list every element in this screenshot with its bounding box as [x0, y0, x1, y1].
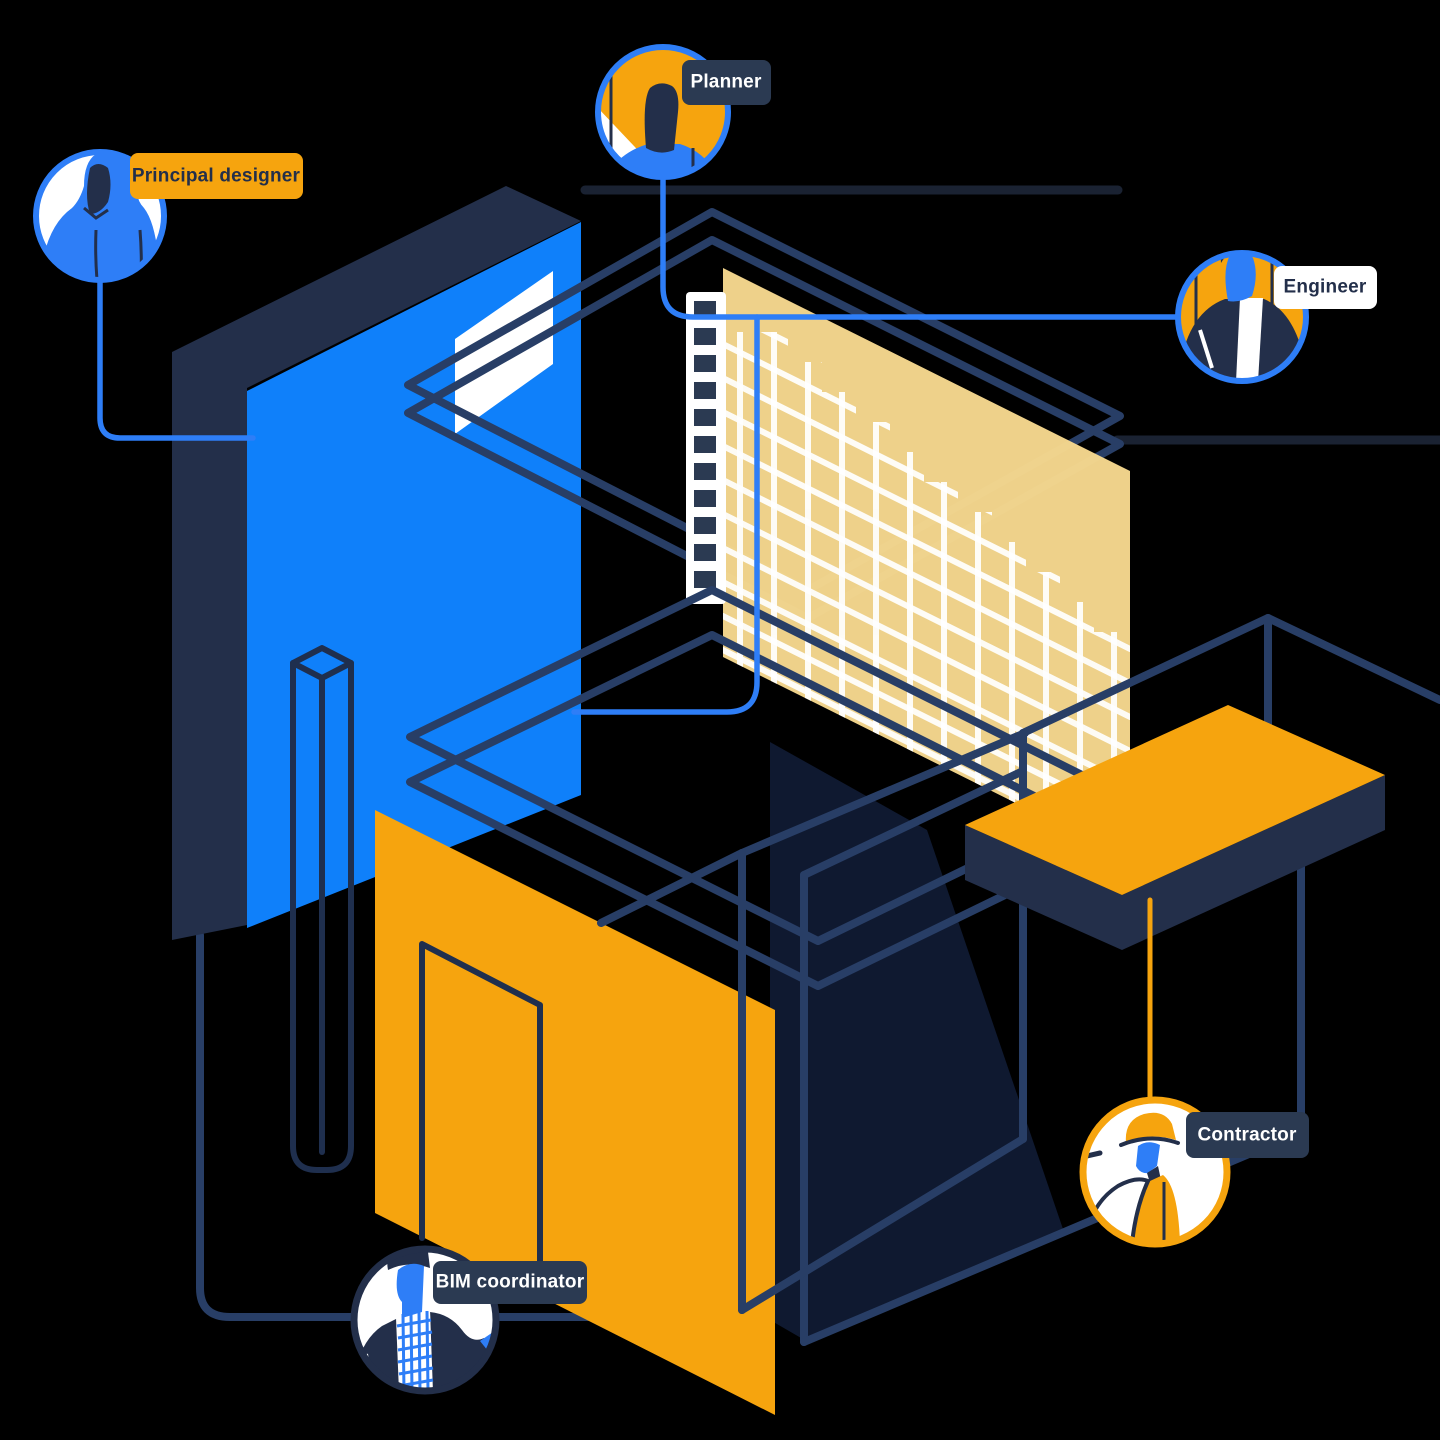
ladder: [686, 292, 726, 604]
yellow-wall: [375, 810, 775, 1415]
badge-label-engineer: Engineer: [1284, 277, 1367, 298]
badge-contractor: Contractor: [1186, 1112, 1309, 1158]
connector-principal-designer: [97, 279, 256, 441]
connector-planner-engineer: [660, 177, 1179, 320]
badge-label-planner: Planner: [690, 72, 761, 93]
door-outline: [419, 941, 543, 1301]
background-faint-lines: [580, 185, 1440, 445]
badge-principal-designer: Principal designer: [130, 153, 303, 199]
badge-label-bim-coordinator: BIM coordinator: [436, 1272, 585, 1293]
navy-back-wall: [172, 186, 581, 940]
badge-label-principal-designer: Principal designer: [132, 166, 301, 187]
dark-cube: [770, 742, 1064, 1342]
connector-planner-branch: [571, 314, 760, 715]
badge-engineer: Engineer: [1274, 266, 1377, 309]
contractor-figure: [1125, 1112, 1176, 1143]
pillar-outline: [290, 645, 354, 1173]
wireframe-plane-upper: [404, 208, 1124, 622]
avatar-engineer: [1175, 250, 1309, 384]
badge-bim-coordinator: BIM coordinator: [433, 1261, 587, 1304]
left-wall-outline: [196, 931, 604, 1321]
window: [455, 271, 553, 434]
badge-planner: Planner: [682, 60, 771, 105]
yellow-slab: [965, 705, 1385, 950]
badge-label-contractor: Contractor: [1197, 1125, 1297, 1146]
